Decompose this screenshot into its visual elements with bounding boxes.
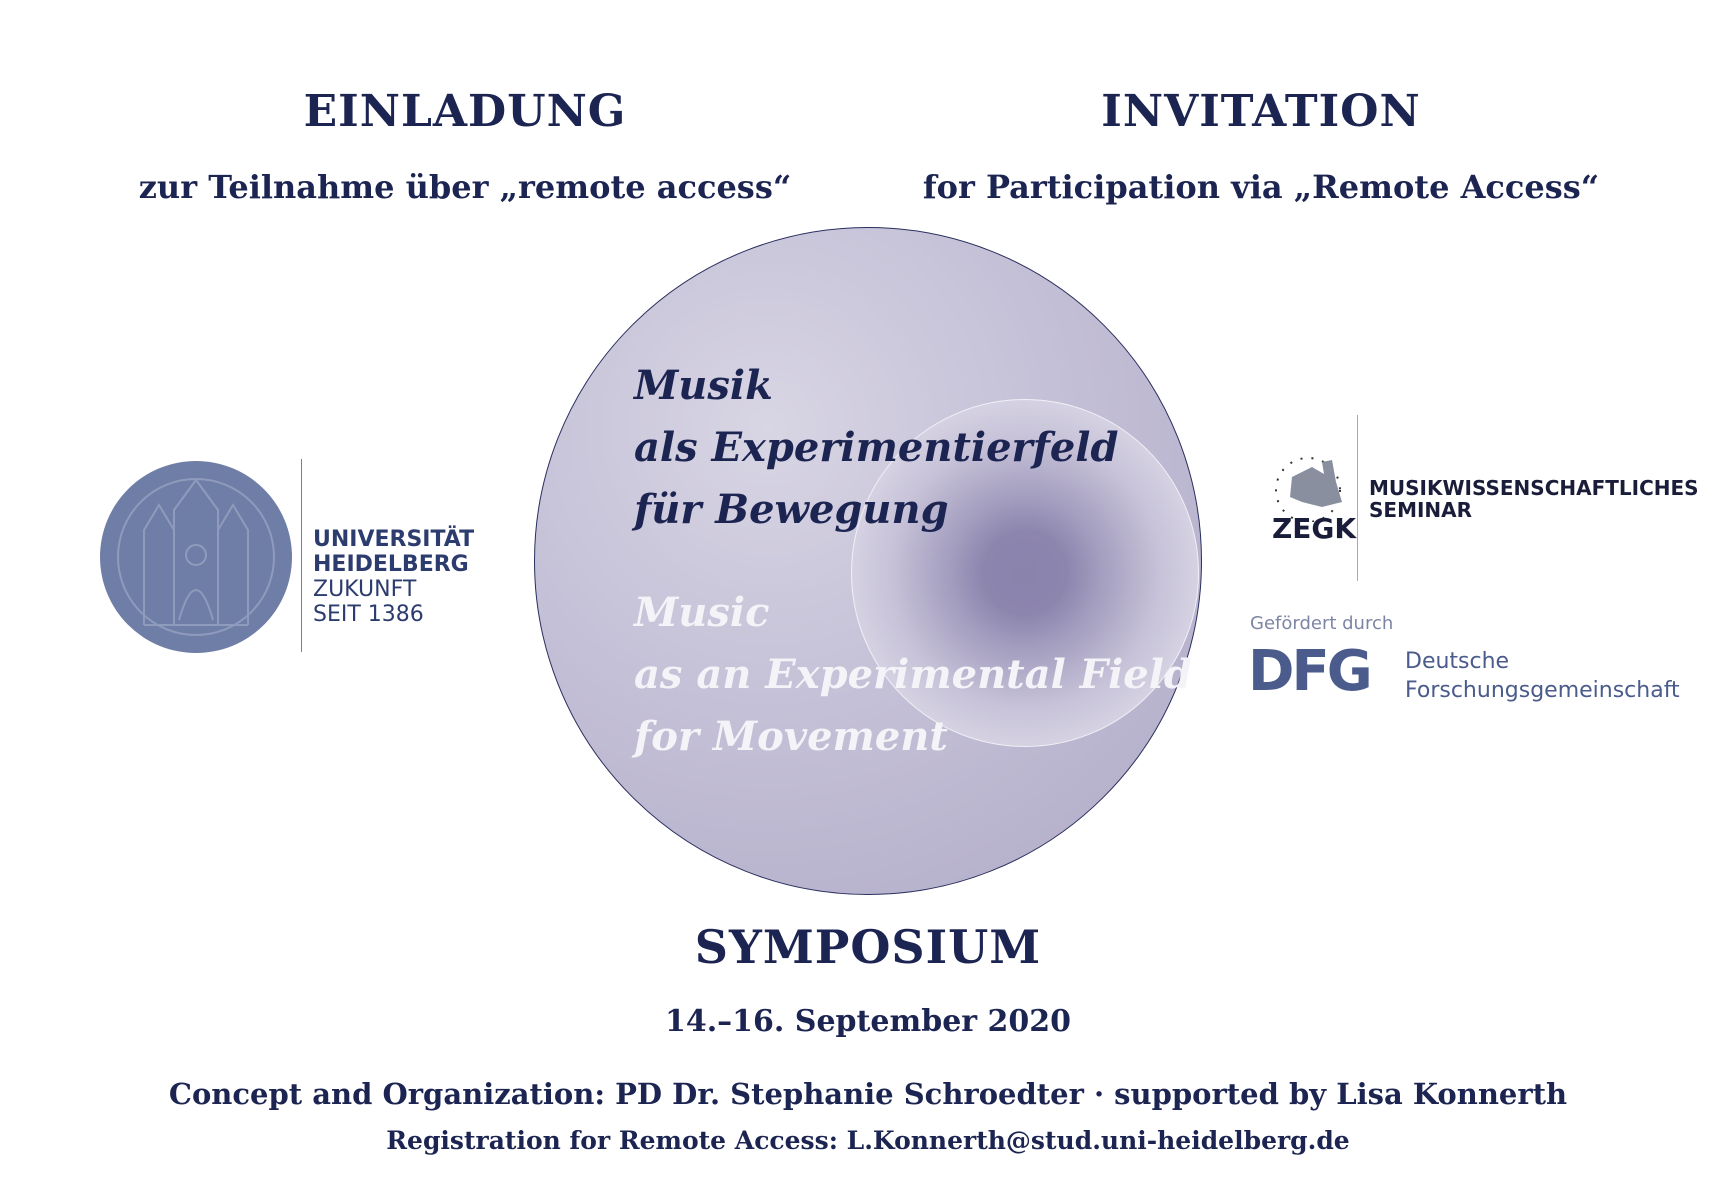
dfg-line: Deutsche [1405, 649, 1510, 674]
german-title: Musik als Experimentierfeld für Bewegung [634, 355, 1118, 541]
zegk-mark: ZEGK [1272, 512, 1357, 545]
registration-info: Registration for Remote Access: L.Konner… [386, 1126, 1350, 1155]
english-title-line: as an Experimental Field [634, 651, 1192, 698]
invitation-subtitle: for Participation via „Remote Access“ [922, 168, 1600, 206]
zegk-divider [1357, 415, 1358, 581]
english-title-line: for Movement [634, 713, 948, 760]
heidelberg-line: UNIVERSITÄT [313, 527, 475, 552]
europe-map-icon [1262, 452, 1354, 523]
heidelberg-seal-icon [99, 460, 293, 658]
zegk-wordmark: MUSIKWISSENSCHAFTLICHES SEMINAR [1369, 477, 1726, 521]
dfg-caption: Gefördert durch [1250, 613, 1394, 634]
german-title-line: für Bewegung [634, 486, 949, 533]
invitation-title: INVITATION [1101, 86, 1421, 137]
heidelberg-divider [301, 459, 302, 652]
einladung-title: EINLADUNG [303, 86, 627, 137]
heidelberg-line: ZUKUNFT [313, 577, 417, 602]
organization-credit: Concept and Organization: PD Dr. Stephan… [168, 1077, 1568, 1111]
heidelberg-line: HEIDELBERG [313, 552, 469, 577]
english-title: Music as an Experimental Field for Movem… [634, 582, 1192, 768]
english-title-line: Music [634, 589, 770, 636]
zegk-line: SEMINAR [1369, 498, 1473, 521]
dfg-wordmark: Deutsche Forschungsgemeinschaft [1405, 647, 1680, 705]
dfg-line: Forschungsgemeinschaft [1405, 678, 1680, 703]
german-title-line: Musik [634, 362, 773, 409]
heidelberg-line: SEIT 1386 [313, 602, 424, 627]
dfg-mark: DFG [1248, 639, 1373, 704]
symposium-title: SYMPOSIUM [694, 920, 1042, 974]
eye-image-circle [851, 399, 1199, 747]
einladung-subtitle: zur Teilnahme über „remote access“ [138, 168, 792, 206]
german-title-line: als Experimentierfeld [634, 424, 1119, 471]
heidelberg-wordmark: UNIVERSITÄT HEIDELBERG ZUKUNFT SEIT 1386 [313, 527, 474, 627]
event-date: 14.–16. September 2020 [664, 1004, 1072, 1039]
zegk-line: MUSIKWISSENSCHAFTLICHES [1369, 477, 1699, 500]
